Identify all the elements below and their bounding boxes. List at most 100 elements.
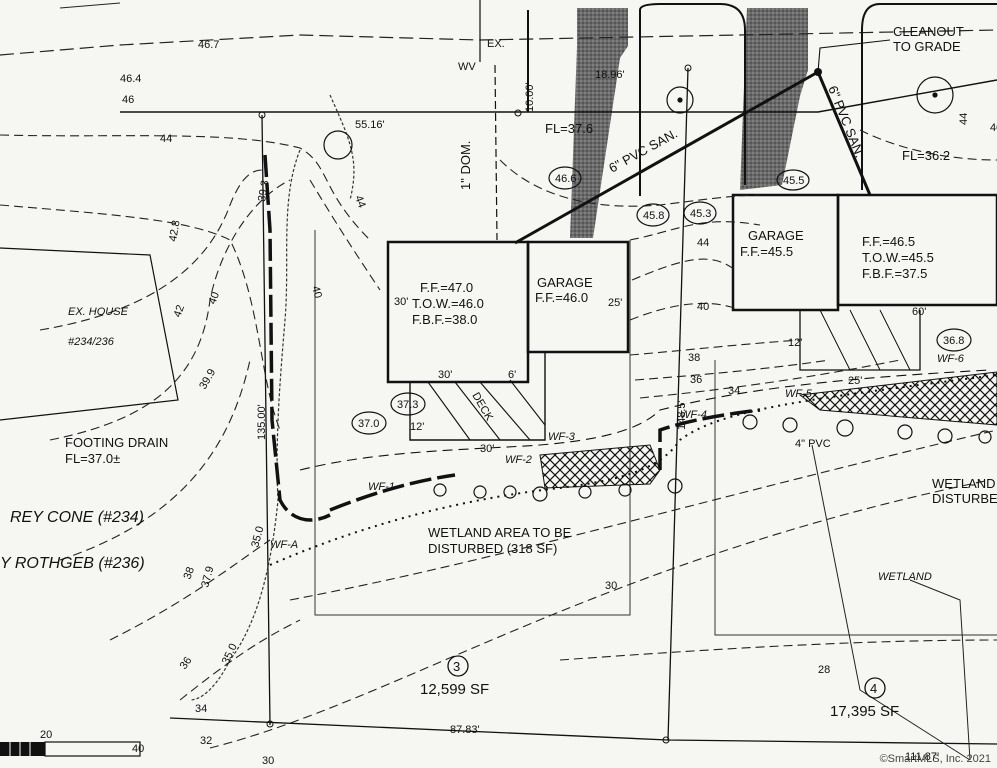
house-lot4 (836, 193, 997, 307)
ex-label: EX. (487, 38, 505, 50)
scale-label: 20 (40, 729, 52, 741)
shrub-symbols (433, 414, 992, 502)
footing-label-2: FL=37.0± (65, 451, 120, 466)
rear-property-line (169, 717, 997, 745)
contour-tag: 44 (697, 237, 709, 249)
wetland-disturbed-area (539, 444, 661, 489)
wetland-right-2: DISTURBE (932, 491, 997, 506)
dim-1896: 18.96' (595, 69, 625, 81)
dim-25-b: 25' (848, 375, 862, 387)
spot-elev: 46 (122, 94, 134, 106)
garage3-ff: F.F.=46.0 (535, 290, 588, 305)
spot-elev: 39.9 (197, 367, 218, 392)
cleanout-label-1: CLEANOUT (893, 24, 964, 39)
dim-5516: 55.16' (355, 119, 385, 131)
wetland-disturbed-1: WETLAND AREA TO BE (428, 525, 572, 540)
fl-37-label: FL=37.6 (545, 121, 593, 136)
house4-tow: T.O.W.=45.5 (862, 250, 934, 265)
garage4-title: GARAGE (748, 228, 804, 243)
contour-lines (0, 129, 997, 749)
contour-tag: 28 (818, 664, 830, 676)
tree-symbols (323, 76, 954, 160)
contour-label: 42 (172, 303, 187, 319)
contour-tag: 44 (352, 194, 367, 210)
contour-label: 44 (160, 133, 172, 145)
existing-house (0, 247, 179, 421)
pvc4-label: 4" PVC (795, 438, 831, 450)
contour-label: 32 (200, 735, 212, 747)
fl-362-label: FL=36.2 (902, 148, 950, 163)
owner-label-1: REY CONE (#234) (10, 509, 144, 526)
spot-elev: 46.7 (198, 39, 219, 51)
ex-house-label-2: #234/236 (68, 336, 115, 348)
circled-elev: 37.3 (397, 399, 418, 411)
spot-elev: 42.8 (167, 219, 183, 242)
side-property-line-mid (667, 67, 689, 741)
house3-tow: T.O.W.=46.0 (412, 296, 484, 311)
tree-line (189, 149, 301, 701)
dim-6: 6' (508, 369, 516, 381)
wetland-flag: WF-5 (785, 388, 813, 400)
deck-lot3 (409, 352, 546, 441)
dim-30-b: 30' (438, 369, 452, 381)
scale-label: 40 (132, 743, 144, 755)
dim-25-a: 25' (608, 297, 622, 309)
footing-label-1: FOOTING DRAIN (65, 435, 168, 450)
wetland-disturbed-area-right (798, 371, 997, 426)
copyright-notice: ©SmartMLS, Inc. 2021 (879, 753, 991, 765)
wetland-right-1: WETLAND A (932, 476, 997, 491)
dom-label: 1" DOM. (458, 141, 473, 190)
dim-30-a: 30' (394, 296, 408, 308)
dim-60: 60' (912, 306, 926, 318)
contour-label: 36 (178, 655, 195, 672)
contour-tag: 40 (990, 122, 997, 134)
contour-tag: 30 (605, 580, 617, 592)
owner-label-2: Y ROTHGEB (#236) (0, 555, 145, 572)
circled-elev: 46.6 (555, 173, 576, 185)
contour-label: 38 (182, 565, 197, 581)
circled-elev: 36.8 (943, 335, 964, 347)
house4-fbf: F.B.F.=37.5 (862, 266, 927, 281)
driveway-lot3 (570, 8, 628, 238)
wetland-label: WETLAND (878, 571, 932, 583)
garage4-ff: F.F.=45.5 (740, 244, 793, 259)
cleanout-label-2: TO GRADE (893, 39, 961, 54)
garage-lot3 (526, 240, 630, 354)
front-property-line (120, 79, 997, 113)
driveway-lot4 (740, 8, 808, 190)
sanitary-line-lot4 (816, 71, 872, 196)
wetland-flag: WF-4 (680, 409, 707, 421)
circled-elev: 45.5 (783, 175, 804, 187)
wetland-flag: WF-6 (937, 353, 965, 365)
circled-elev: 37.0 (358, 418, 379, 430)
contour-tag: 38 (688, 352, 700, 364)
contour-label: 34 (195, 703, 207, 715)
wetland-flag: WF-A (270, 539, 298, 551)
circled-elev: 45.8 (643, 210, 664, 222)
house4-ff: F.F.=46.5 (862, 234, 915, 249)
sanitary-line-lot3 (514, 70, 819, 245)
contour-tag: 44 (958, 113, 970, 125)
spot-elev: 39.3 (256, 179, 272, 202)
garage3-title: GARAGE (537, 275, 593, 290)
house3-ff: F.F.=47.0 (420, 280, 473, 295)
dim-11187: 111.87' (905, 751, 939, 763)
dim-10ft: 10.00' (524, 82, 536, 112)
dim-30-c: 30' (480, 443, 494, 455)
pvc-san-label-1: 6" PVC SAN. (606, 126, 680, 176)
contour-tag: 40 (697, 301, 709, 313)
dim-12-b: 12' (788, 337, 802, 349)
spot-elev: 46.4 (120, 73, 141, 85)
lot3-area: 12,599 SF (420, 681, 489, 698)
dim-1485: 148.5' (676, 400, 688, 430)
contour-tag: 40 (309, 285, 324, 300)
contour-label: 30 (262, 755, 274, 767)
circled-elev: 45.3 (690, 208, 711, 220)
ex-house-label-1: EX. HOUSE (68, 306, 129, 318)
side-property-line-left (261, 114, 271, 726)
house3-fbf: F.B.F.=38.0 (412, 312, 477, 327)
wetland-flag: WF-2 (505, 454, 532, 466)
road-edge (0, 29, 997, 56)
